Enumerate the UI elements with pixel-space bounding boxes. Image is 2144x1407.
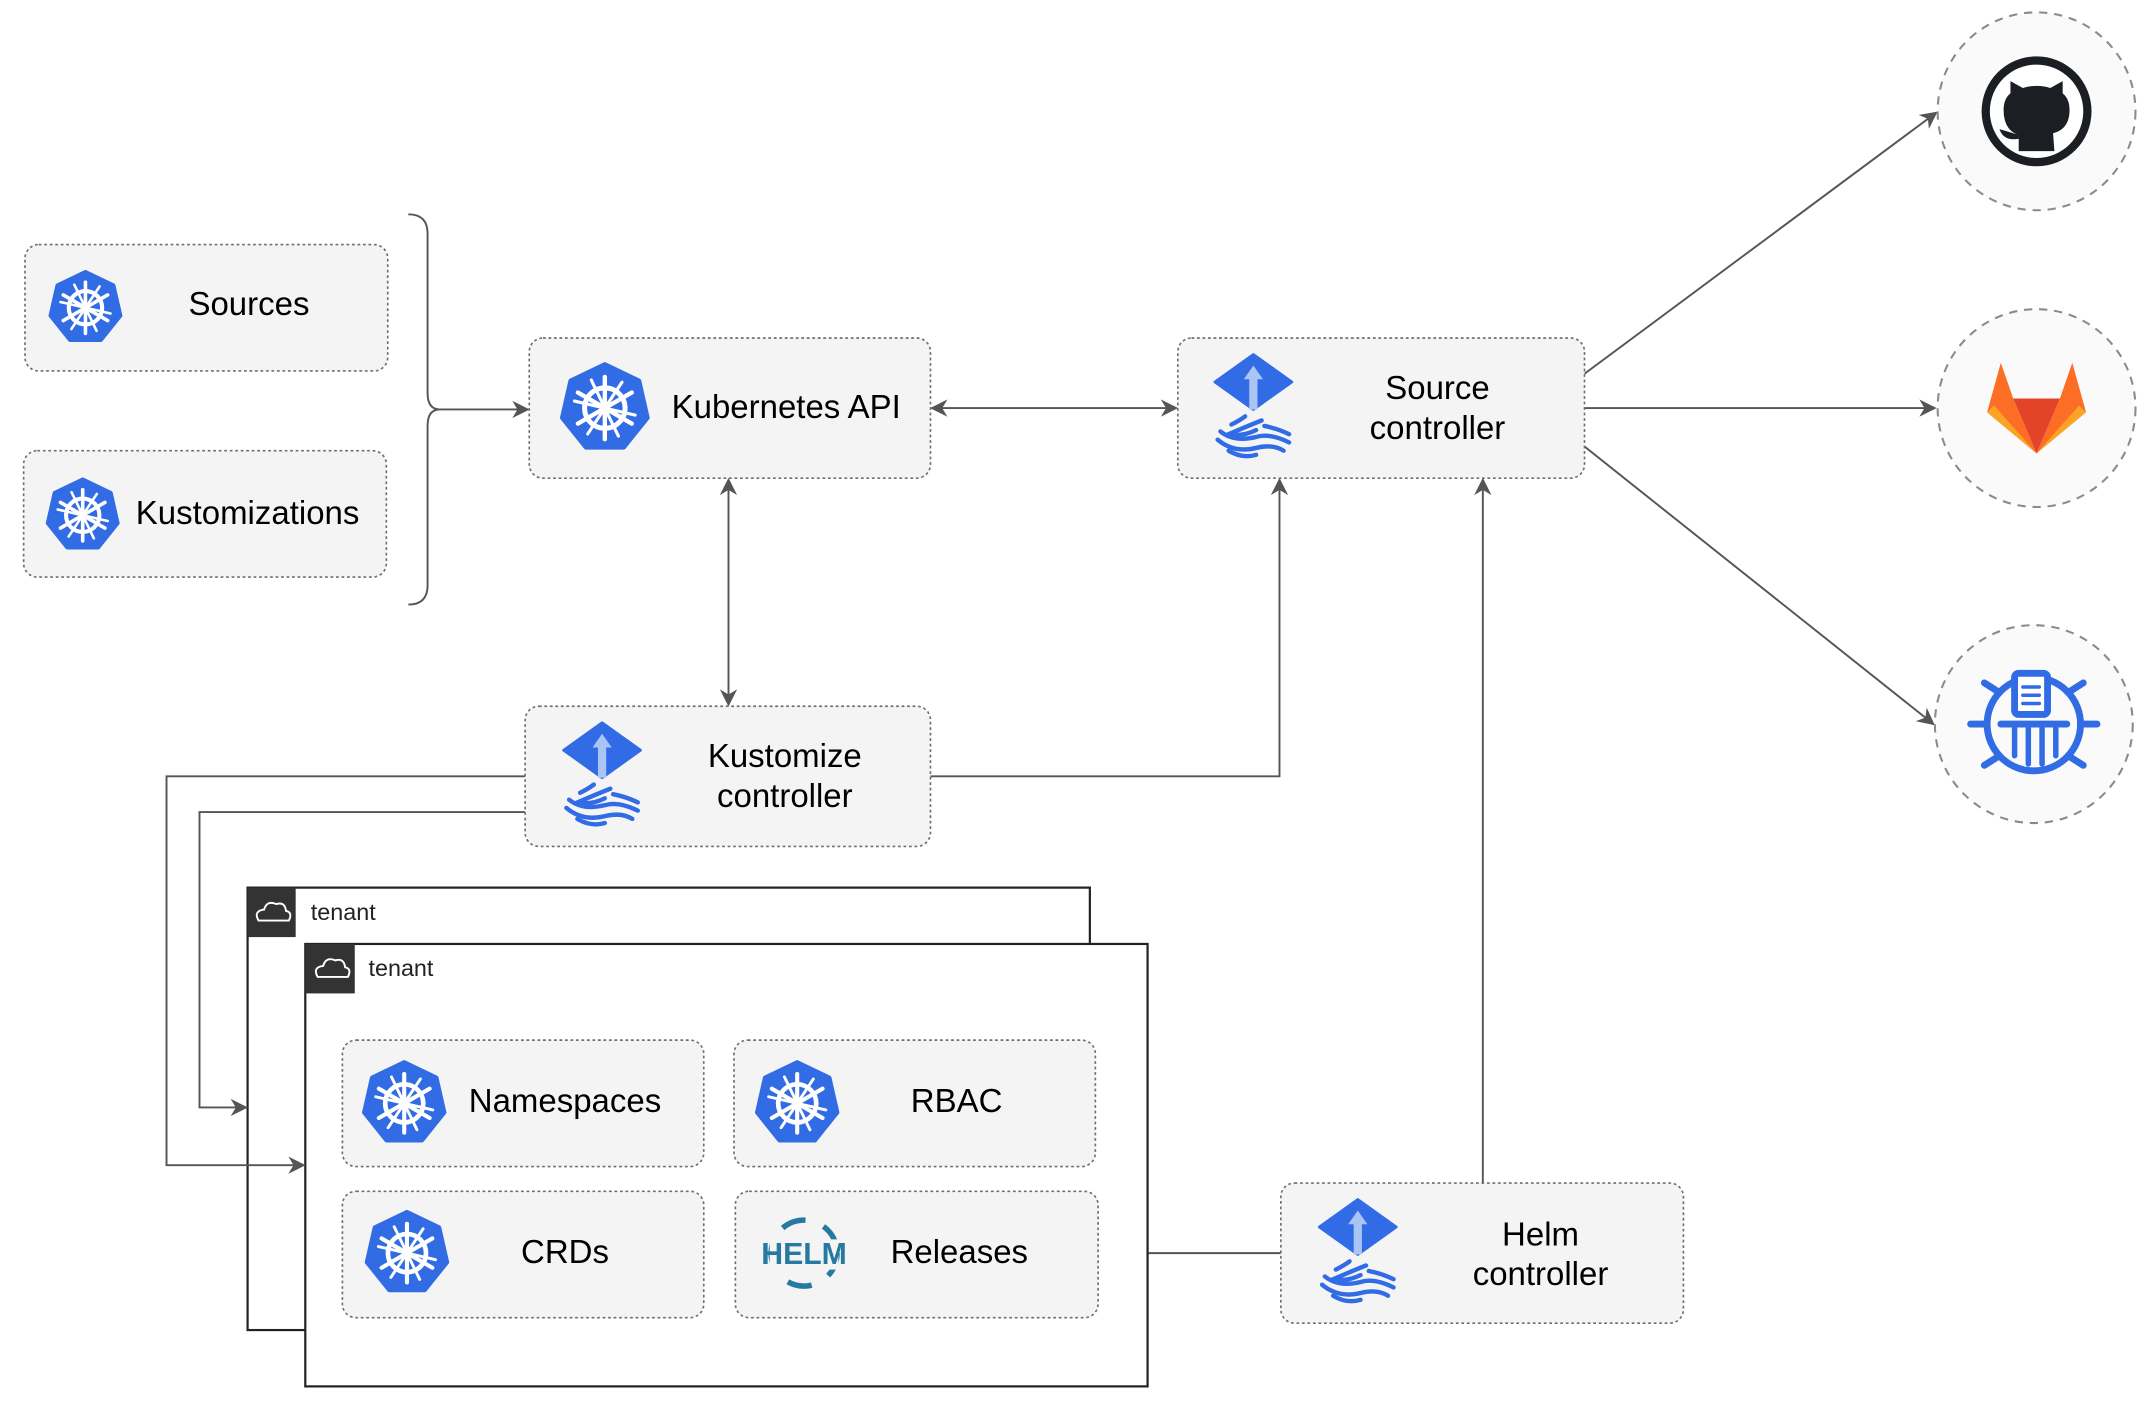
edge-source-to-github [1583, 111, 1938, 375]
node-kubernetes-api[interactable]: Kubernetes API [528, 337, 932, 479]
svg-text:RBAC: RBAC [911, 1082, 1003, 1119]
edge-source-to-bucket [1583, 445, 1935, 726]
node-rbac[interactable]: RBAC [733, 1039, 1097, 1168]
github-icon [1981, 56, 2092, 167]
svg-text:Source: Source [1385, 369, 1489, 406]
tenant-label: tenant [311, 899, 376, 925]
gitlab-icon [1987, 362, 2087, 454]
cloud-icon [255, 901, 292, 922]
brace-bracket [408, 213, 441, 606]
node-sources[interactable]: Sources [24, 243, 389, 372]
svg-text:controller: controller [1473, 1255, 1609, 1292]
kubernetes-icon [562, 364, 647, 447]
svg-text:Namespaces: Namespaces [469, 1082, 661, 1119]
kubernetes-icon [48, 479, 118, 547]
kubernetes-icon [757, 1062, 837, 1140]
node-source-controller[interactable]: Source controller [1176, 337, 1586, 479]
edge-kustomize-to-source-controller [930, 477, 1289, 778]
kubernetes-icon [364, 1062, 444, 1140]
svg-text:Releases: Releases [891, 1233, 1028, 1270]
svg-text:CRDs: CRDs [521, 1233, 609, 1270]
svg-text:controller: controller [717, 777, 853, 814]
edge-kustomize-to-tenant-back [198, 811, 526, 1117]
cloud-icon [314, 958, 351, 978]
edges [408, 111, 1938, 1262]
kubernetes-icon [50, 272, 120, 340]
node-releases[interactable]: HELM Releases [734, 1190, 1099, 1319]
bucket-icon [1967, 669, 2101, 775]
svg-text:HELM: HELM [761, 1238, 847, 1271]
edge-kustomize-to-tenant-front [165, 775, 526, 1174]
node-kustomize-controller[interactable]: Kustomize controller [524, 705, 932, 848]
svg-text:controller: controller [1370, 409, 1506, 446]
node-namespaces[interactable]: Namespaces [341, 1039, 705, 1168]
helm-icon: HELM [761, 1217, 847, 1289]
tenant-label: tenant [369, 955, 434, 981]
node-helm-controller[interactable]: Helm controller [1280, 1182, 1685, 1325]
bucket-storage[interactable] [1933, 624, 2134, 825]
svg-text:Helm: Helm [1502, 1215, 1579, 1252]
node-crds[interactable]: CRDs [341, 1190, 705, 1319]
node-kustomizations[interactable]: Kustomizations [22, 449, 388, 578]
kubernetes-icon [367, 1212, 447, 1290]
svg-text:Kustomizations: Kustomizations [136, 494, 360, 531]
gitlab-repository[interactable] [1936, 308, 2137, 509]
svg-text:Kustomize: Kustomize [708, 737, 862, 774]
svg-text:Kubernetes API: Kubernetes API [672, 388, 901, 425]
svg-text:Sources: Sources [188, 285, 309, 322]
github-repository[interactable] [1936, 11, 2137, 212]
